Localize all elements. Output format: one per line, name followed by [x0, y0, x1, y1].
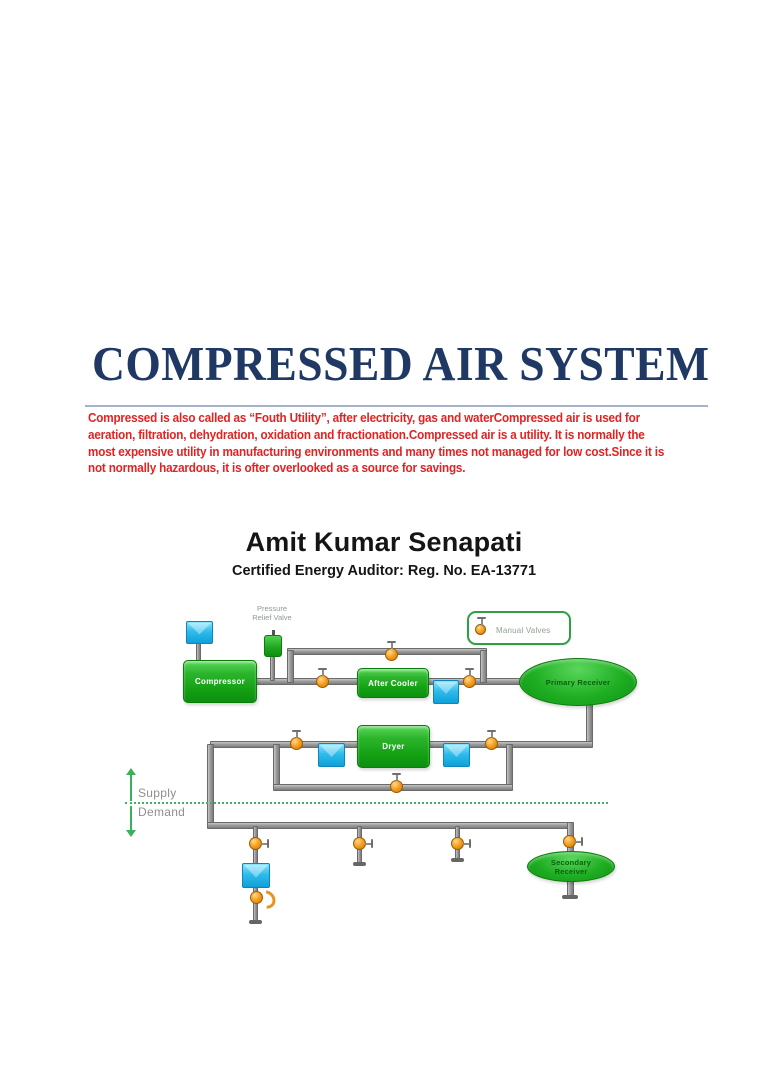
post-cooler-valve-icon — [463, 668, 476, 688]
bypass-valve-icon — [385, 641, 398, 661]
bypass-left-leg-pipe — [287, 650, 294, 683]
author-name: Amit Kumar Senapati — [245, 527, 523, 557]
author-credential: Certified Energy Auditor: Reg. No. EA-13… — [231, 563, 537, 579]
after-cooler-separator-icon — [433, 680, 459, 704]
drop1-pipe-cap — [249, 920, 262, 924]
supply-label: Supply — [138, 786, 177, 800]
primary-receiver-label: Primary Receiver — [545, 677, 611, 687]
compressor-label: Compressor — [194, 677, 246, 686]
after-cooler-label: After Cooler — [368, 678, 418, 688]
receiver-down-pipe — [586, 703, 593, 745]
feed-vertical-pipe — [207, 744, 214, 827]
drop1-lever-valve-icon — [250, 891, 263, 904]
dryer-bypass-valve-icon — [390, 773, 403, 793]
dryer-postfilter-icon — [443, 743, 470, 767]
dryer-label: Dryer — [382, 742, 405, 751]
dryer-bypass-left-leg-pipe — [273, 744, 280, 789]
compressor-inlet-filter-icon — [186, 621, 213, 644]
drop1-filter-icon — [242, 863, 270, 888]
demand-arrow-line — [130, 806, 132, 830]
manual-valve-legend-icon — [475, 617, 486, 635]
primary-receiver-block: Primary Receiver — [519, 658, 637, 706]
supply-arrow-line — [130, 775, 132, 801]
post-dryer-valve-icon — [485, 730, 498, 750]
relief-valve-stem-pipe — [270, 655, 275, 681]
drop2-pipe-cap — [353, 862, 366, 866]
drop3-valve-icon — [451, 837, 471, 850]
pressure-relief-valve-label: Pressure Relief Valve — [252, 604, 292, 622]
title-divider-line — [85, 405, 708, 407]
demand-header-pipe — [207, 822, 574, 829]
dryer-bypass-right-leg-pipe — [506, 744, 513, 789]
after-cooler-block: After Cooler — [357, 668, 429, 698]
demand-arrow-icon — [126, 830, 136, 837]
pre-dryer-valve-icon — [290, 730, 303, 750]
pre-cooler-valve-icon — [316, 668, 329, 688]
page-title: COMPRESSED AIR SYSTEM — [92, 336, 710, 391]
demand-label: Demand — [138, 805, 186, 819]
compressor-block: Compressor — [183, 660, 257, 703]
bypass-right-leg-pipe — [480, 650, 487, 683]
drop4-pipe-cap — [562, 895, 578, 899]
manual-valves-label: Manual Valves — [496, 626, 551, 635]
secondary-receiver-label: Secondary Receiver — [550, 857, 592, 876]
supply-arrow-icon — [126, 768, 136, 775]
dryer-prefilter-icon — [318, 743, 345, 767]
supply-demand-divider-line — [125, 802, 608, 804]
drop1-valve-icon — [249, 837, 269, 850]
dryer-block: Dryer — [357, 725, 430, 768]
drop4-valve-icon — [563, 835, 583, 848]
intro-paragraph: Compressed is also called as “Fouth Util… — [88, 410, 665, 476]
compressor-inlet-stem-pipe — [196, 642, 201, 662]
drop3-pipe-cap — [451, 858, 464, 862]
drop2-valve-icon — [353, 837, 373, 850]
pressure-relief-valve-icon — [264, 630, 282, 657]
secondary-receiver-block: Secondary Receiver — [527, 851, 615, 882]
